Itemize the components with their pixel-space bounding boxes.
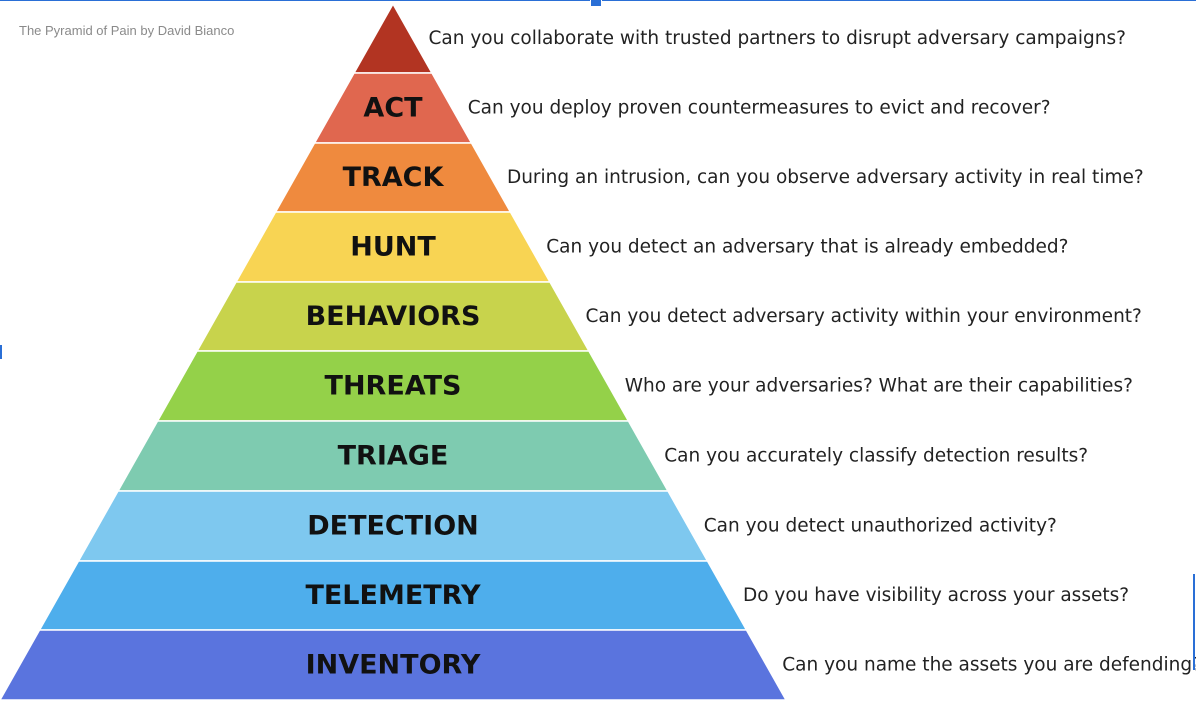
pyramid-tier-top <box>352 2 434 74</box>
tier-question-behaviors: Can you detect adversary activity within… <box>585 306 1141 327</box>
selection-handle-right[interactable] <box>1193 574 1195 670</box>
credit-text: The Pyramid of Pain by David Bianco <box>19 23 235 38</box>
tier-label-detection: DETECTION <box>307 511 479 542</box>
tier-question-threats: Who are your adversaries? What are their… <box>625 376 1133 397</box>
tier-question-detection: Can you detect unauthorized activity? <box>704 516 1057 537</box>
tier-label-threats: THREATS <box>325 371 462 402</box>
tier-question-hunt: Can you detect an adversary that is alre… <box>546 237 1068 258</box>
tier-label-act: ACT <box>363 93 423 124</box>
tier-question-telemetry: Do you have visibility across your asset… <box>743 585 1129 606</box>
tier-question-track: During an intrusion, can you observe adv… <box>507 167 1144 188</box>
selection-line-top-right <box>602 0 1196 1</box>
selection-handle-left[interactable] <box>0 345 2 359</box>
tier-label-behaviors: BEHAVIORS <box>306 301 481 332</box>
tier-question-inventory: Can you name the assets you are defendin… <box>782 655 1196 676</box>
tier-label-triage: TRIAGE <box>338 441 449 472</box>
tier-question-act: Can you deploy proven countermeasures to… <box>468 98 1051 119</box>
tier-label-hunt: HUNT <box>350 232 436 263</box>
tier-question-triage: Can you accurately classify detection re… <box>664 446 1088 467</box>
selection-handle-top[interactable] <box>591 0 601 6</box>
selection-line-top-left <box>0 0 590 1</box>
tier-label-track: TRACK <box>343 162 445 193</box>
tier-label-telemetry: TELEMETRY <box>305 580 481 611</box>
tier-question-top: Can you collaborate with trusted partner… <box>428 28 1125 49</box>
tier-label-inventory: INVENTORY <box>306 650 481 681</box>
